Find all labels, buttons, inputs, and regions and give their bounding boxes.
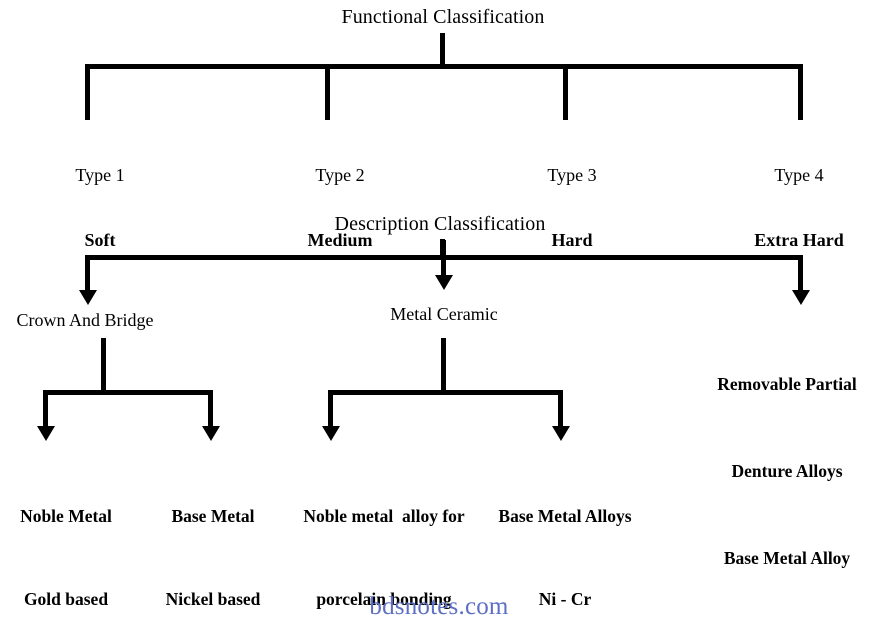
leaf-noble-metal-line-1: Noble Metal	[20, 506, 112, 527]
connector-functional-root-stem	[440, 33, 445, 66]
connector-description-stem-right	[798, 255, 803, 292]
connector-crown-sub-stem-right	[208, 390, 213, 428]
arrowhead-metal-ceramic	[434, 275, 453, 290]
leaf-noble-metal-alloy: Noble metal alloy for porcelain bonding …	[288, 448, 480, 626]
leaf-removable-partial-line-3: Base Metal Alloy	[723, 548, 851, 569]
node-type-1: Type 1 Soft	[25, 122, 175, 294]
leaf-base-metal-alloys-line-1: Base Metal Alloys	[498, 506, 632, 527]
arrowhead-removable-partial	[791, 290, 810, 305]
connector-functional-stem-4	[798, 64, 803, 120]
connector-functional-stem-1	[85, 64, 90, 120]
leaf-noble-metal-alloy-line-1: Noble metal alloy for	[303, 506, 465, 527]
connector-ceramic-sub-stem	[441, 338, 446, 394]
arrowhead-crown-and-bridge	[78, 290, 97, 305]
connector-ceramic-sub-stem-right	[558, 390, 563, 428]
leaf-base-metal-line-2: Nickel based	[165, 589, 261, 610]
connector-crown-sub-stem-left	[43, 390, 48, 428]
node-type-3-name: Type 3	[547, 164, 597, 185]
node-type-3: Type 3 Hard	[497, 122, 647, 294]
node-metal-ceramic: Metal Ceramic	[390, 304, 498, 324]
node-type-2-name: Type 2	[315, 164, 365, 185]
leaf-base-metal-line-1: Base Metal	[171, 506, 255, 527]
connector-functional-stem-2	[325, 64, 330, 120]
leaf-noble-metal-line-2: Gold based	[23, 589, 109, 610]
leaf-removable-partial-line-1: Removable Partial	[717, 374, 857, 395]
section-heading-functional: Functional Classification	[341, 6, 545, 28]
node-type-1-name: Type 1	[75, 164, 125, 185]
connector-description-stem-left	[85, 255, 90, 292]
leaf-noble-metal-alloy-line-2: porcelain bonding	[316, 589, 452, 610]
connector-crown-sub-bar	[43, 390, 213, 395]
arrowhead-noble-metal	[36, 426, 55, 441]
connector-crown-sub-stem	[101, 338, 106, 394]
node-crown-and-bridge: Crown And Bridge	[16, 310, 154, 330]
arrowhead-base-metal-alloys	[551, 426, 570, 441]
leaf-noble-metal: Noble Metal Gold based Non gold based	[0, 448, 149, 626]
leaf-removable-partial-line-2: Denture Alloys	[731, 461, 843, 482]
node-type-3-detail: Hard	[551, 229, 593, 250]
node-type-4: Type 4 Extra Hard	[711, 122, 878, 294]
connector-ceramic-sub-stem-left	[328, 390, 333, 428]
section-heading-description: Description Classification	[334, 213, 546, 235]
leaf-removable-partial: Removable Partial Denture Alloys Base Me…	[693, 312, 878, 626]
leaf-base-metal: Base Metal Nickel based Cobalt based	[139, 448, 287, 626]
node-type-2-detail: Medium	[307, 229, 373, 250]
leaf-base-metal-alloys: Base Metal Alloys Ni - Cr Co - Cr	[487, 448, 643, 626]
connector-ceramic-sub-bar	[328, 390, 563, 395]
node-type-4-detail: Extra Hard	[754, 229, 844, 250]
connector-description-stem-center	[441, 240, 446, 277]
arrowhead-base-metal	[201, 426, 220, 441]
connector-functional-bar	[85, 64, 803, 69]
watermark-bdsnotes: bdsnotes.com	[369, 593, 509, 620]
node-type-1-detail: Soft	[84, 229, 116, 250]
connector-functional-stem-3	[563, 64, 568, 120]
leaf-base-metal-alloys-line-2: Ni - Cr	[538, 589, 592, 610]
arrowhead-noble-metal-alloy	[321, 426, 340, 441]
node-type-4-name: Type 4	[774, 164, 824, 185]
node-type-2: Type 2 Medium	[265, 122, 415, 294]
